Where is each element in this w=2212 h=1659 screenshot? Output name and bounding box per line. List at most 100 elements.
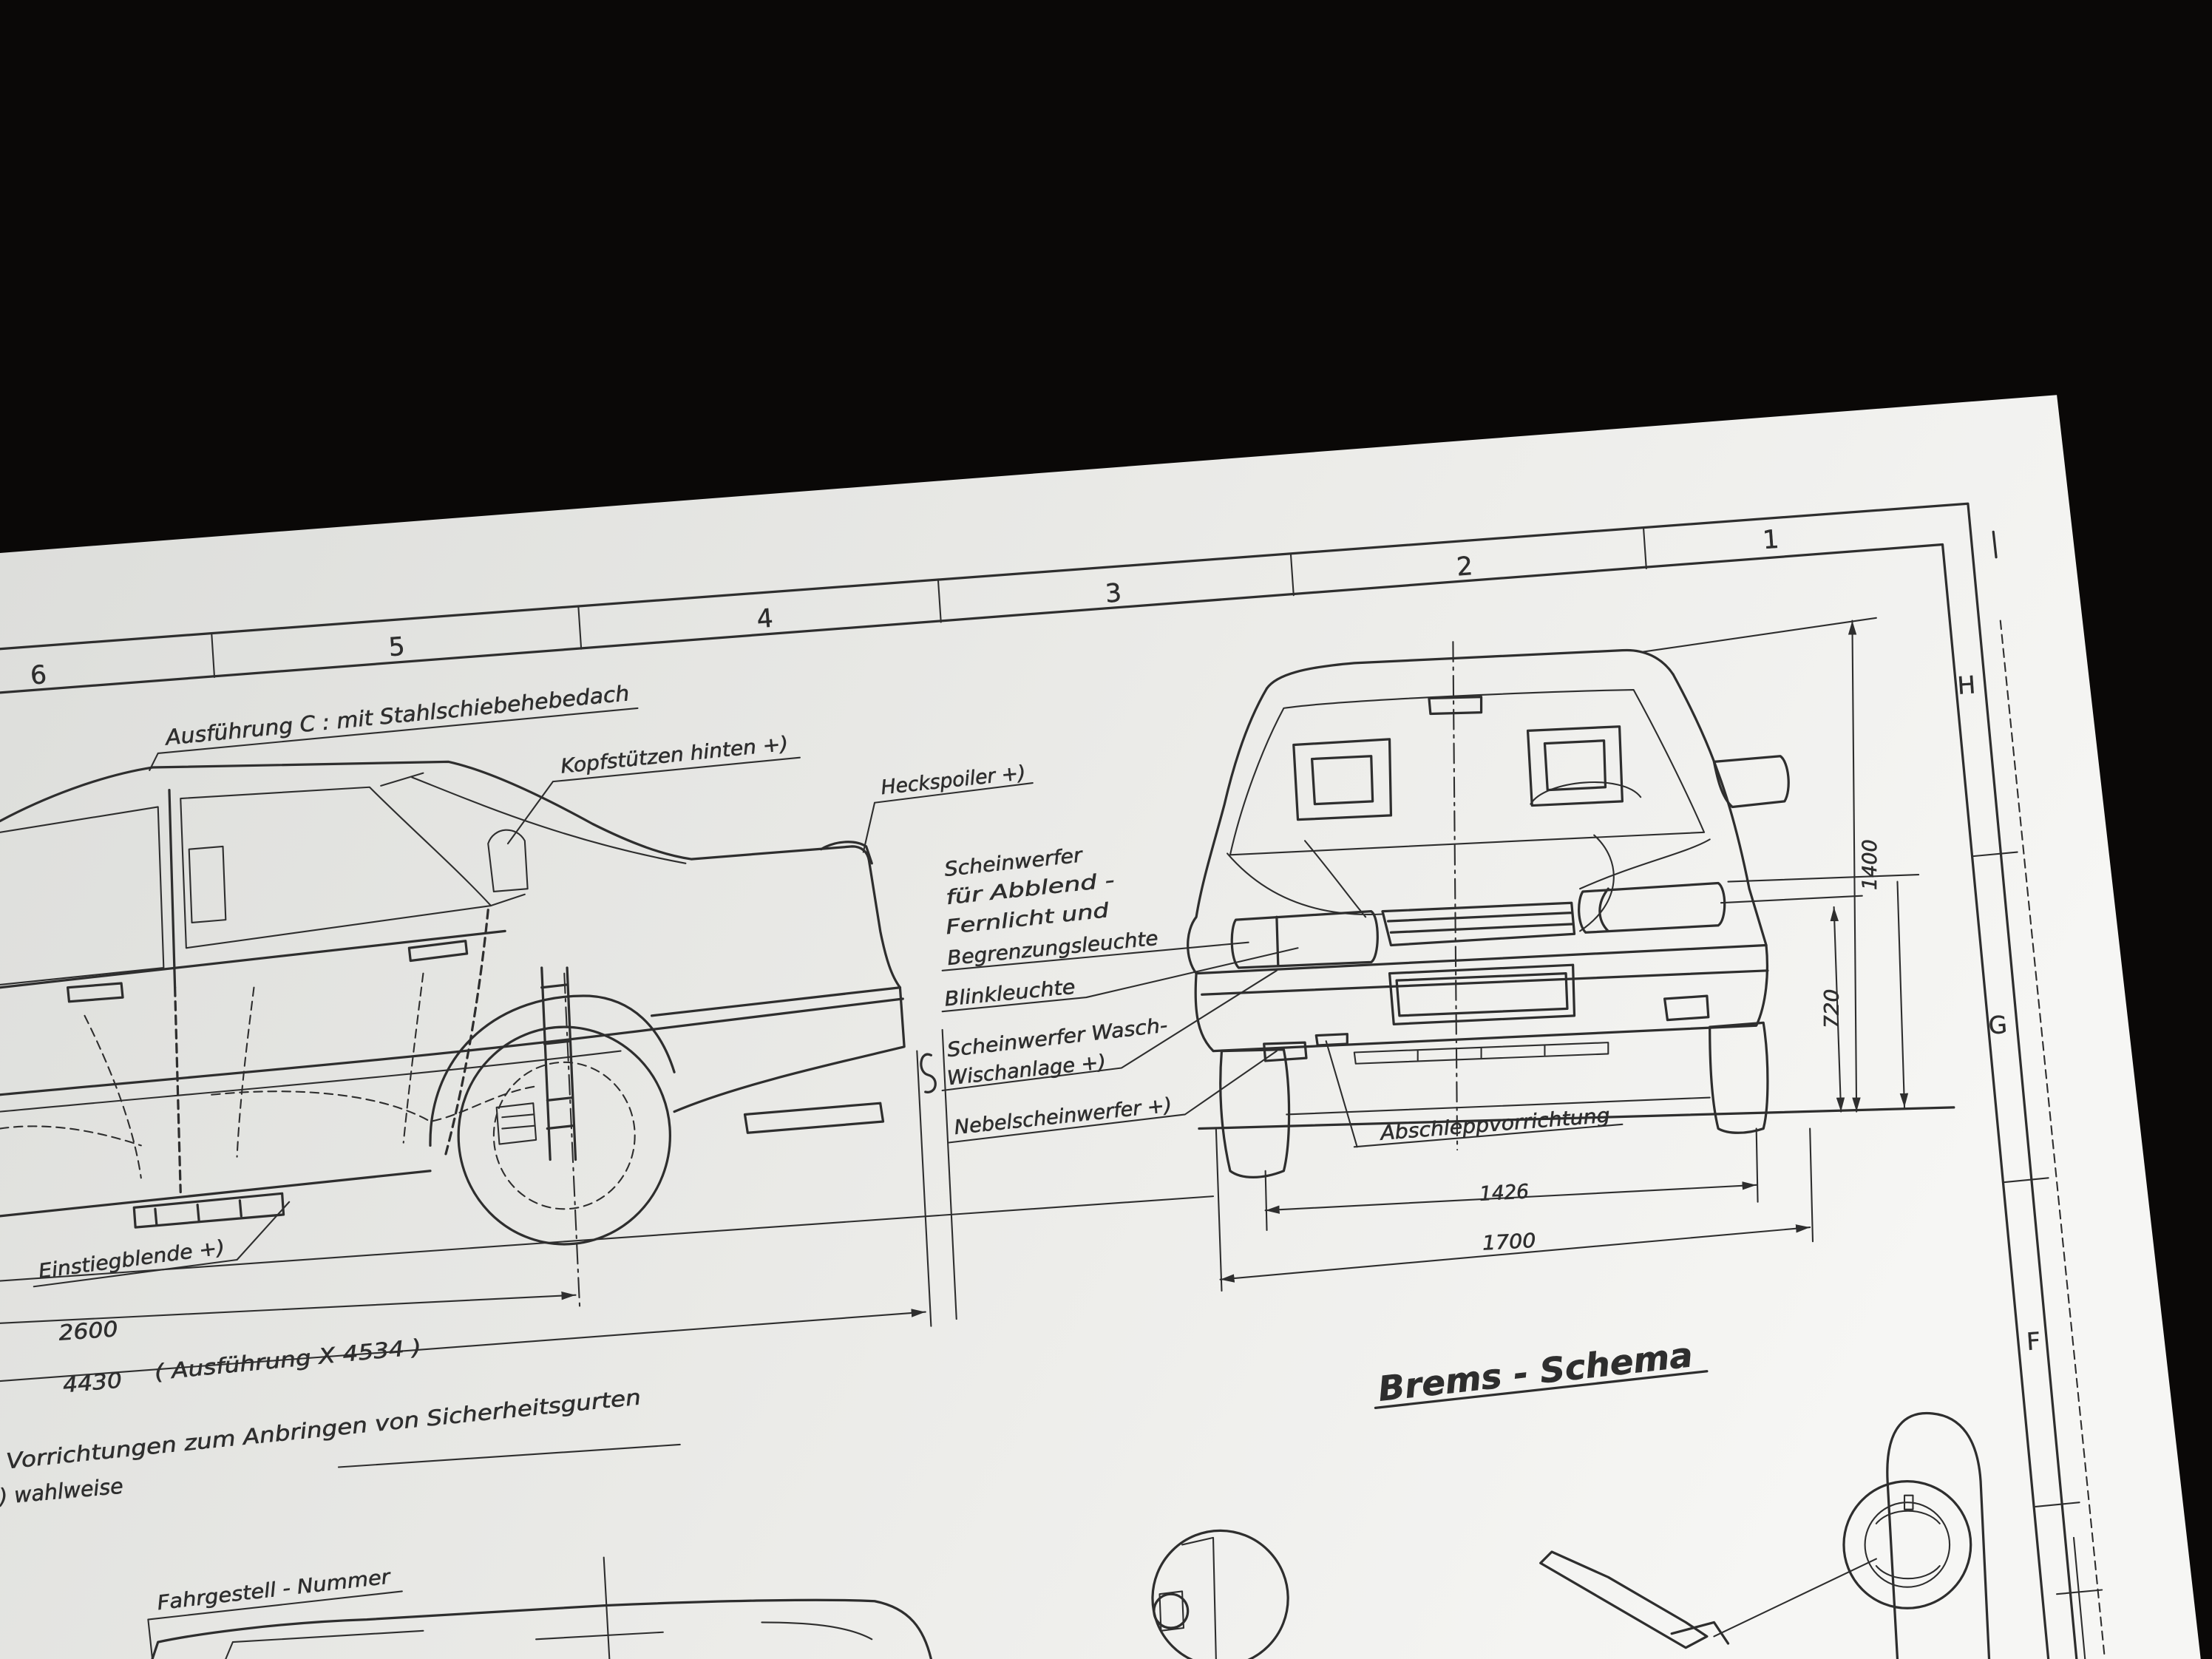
headlight-right (1578, 881, 1726, 934)
front-left-body-side (1187, 687, 1269, 975)
license-plate (1388, 963, 1576, 1025)
edge-mark (1992, 530, 1998, 559)
column-marker-5: 5 (387, 632, 406, 663)
sill-line (0, 1170, 432, 1218)
rear-fender-dashed (211, 1085, 537, 1123)
rear-bumper (650, 986, 906, 1113)
brake-disc-bracket (1158, 1536, 1217, 1659)
wheelbase-dimension-line (0, 1291, 577, 1324)
frame-top-outer (0, 502, 2078, 1659)
lower-air-slots (1353, 1042, 1609, 1065)
bumper-height-dimension-line (1830, 906, 1845, 1113)
sill-trim (132, 1192, 285, 1229)
paper-sheet (0, 395, 2201, 1659)
column-marker-1: 1 (1762, 525, 1780, 556)
headlamp-leader (941, 941, 1249, 971)
column-marker-3: 3 (1105, 578, 1123, 609)
underbody-line (1286, 1096, 1711, 1116)
handbrake-lever (1539, 1550, 1730, 1649)
brake-caliper (1153, 1592, 1190, 1629)
rear-rim (492, 1061, 636, 1210)
rear-wheel-arch (429, 994, 676, 1147)
bumper-height-value: 720 (1820, 989, 1843, 1028)
front-roof (1265, 648, 1675, 690)
frame-top-inner (0, 543, 2050, 1659)
height-dimension-line (1848, 620, 1861, 1113)
door-gap-dashed (173, 909, 489, 1194)
hood-height-line (1896, 881, 1909, 1108)
paper-edge-hatching (1999, 620, 2106, 1659)
length-value: 4430 (62, 1367, 123, 1397)
interior-mirror (1428, 696, 1483, 716)
rear-drum-housing (1886, 1411, 1991, 1659)
indicator-leader (941, 947, 1299, 1013)
front-headrest-right (1526, 725, 1624, 807)
wheelbase-value: 2600 (58, 1316, 118, 1346)
door-mirror-right (1712, 755, 1790, 809)
height-value: 1400 (1859, 839, 1882, 890)
rear-spoiler (819, 841, 873, 865)
rear-end-extension (916, 1050, 932, 1327)
tow-hook (1314, 1033, 1348, 1047)
side-roof-outline (0, 760, 902, 989)
track-value: 1426 (1479, 1180, 1529, 1205)
rear-brake-drum (1842, 1479, 1972, 1609)
sill-trim-leader (33, 1201, 291, 1288)
rear-door-handle (407, 940, 469, 963)
rear-spoiler-leader (862, 781, 1034, 853)
drawing-frame: 6 5 4 3 2 1 H G F (0, 502, 2106, 1659)
b-pillar-line (168, 788, 177, 989)
row-marker-H: H (1956, 671, 1976, 700)
label-column-line (941, 1028, 957, 1320)
row-ticks (1971, 851, 2080, 1507)
rear-headrest-right (487, 829, 529, 893)
headlight-left (1230, 910, 1379, 969)
rear-door-window (180, 786, 492, 949)
fog-lamp-leader (947, 1050, 1278, 1144)
front-bumper (1194, 943, 1769, 1053)
fog-lamp-right (1663, 994, 1710, 1022)
front-right-body-side (1672, 673, 1768, 947)
fog-lamp-left (1263, 1041, 1308, 1062)
rear-brake-drum-inner (1864, 1502, 1951, 1588)
belt-line (0, 929, 506, 989)
width-value: 1700 (1482, 1229, 1536, 1255)
roof-option-leader (149, 707, 639, 771)
ground-line-front (1198, 1106, 1955, 1130)
brake-line-right (2056, 1536, 2103, 1659)
rear-tire (457, 1025, 671, 1246)
ground-line-side (0, 1195, 1215, 1282)
row-marker-G: G (1987, 1011, 2008, 1040)
grille (1381, 901, 1576, 947)
rear-headrest-left (188, 845, 227, 923)
washer-leader (941, 969, 1278, 1092)
front-wheel-arch-partial (0, 1125, 142, 1147)
brake-schema-underline (1374, 1370, 1709, 1409)
brake-hatch (495, 1102, 537, 1145)
door-inner-dashed (84, 972, 424, 1179)
exhaust-pipe (743, 1102, 885, 1134)
front-extension-lines (1215, 617, 1920, 1292)
front-door-handle (66, 982, 124, 1003)
chassis-number-leader (147, 1590, 403, 1659)
rear-strut (540, 966, 577, 1161)
column-marker-6: 6 (30, 660, 48, 691)
row-marker-F: F (2026, 1327, 2041, 1356)
rear-headrests-leader (506, 756, 801, 845)
front-tire-left (1219, 1048, 1291, 1178)
front-brake-disc (1151, 1529, 1289, 1659)
lower-car-details (225, 1621, 873, 1659)
front-tire-right (1709, 1021, 1769, 1134)
column-ticks (211, 526, 1647, 678)
front-door-window (0, 806, 165, 985)
length-dimension-line (0, 1309, 926, 1382)
tow-eye-side (920, 1053, 937, 1093)
lower-car-outline (151, 1598, 933, 1659)
body-crease-lower (0, 1050, 622, 1113)
track-dimension-line (1264, 1181, 1757, 1214)
rear-axle-extension (563, 972, 581, 1310)
windshield (1229, 689, 1706, 856)
c-pillar (380, 772, 526, 907)
rear-window-edge (411, 776, 687, 864)
column-marker-2: 2 (1456, 552, 1474, 583)
